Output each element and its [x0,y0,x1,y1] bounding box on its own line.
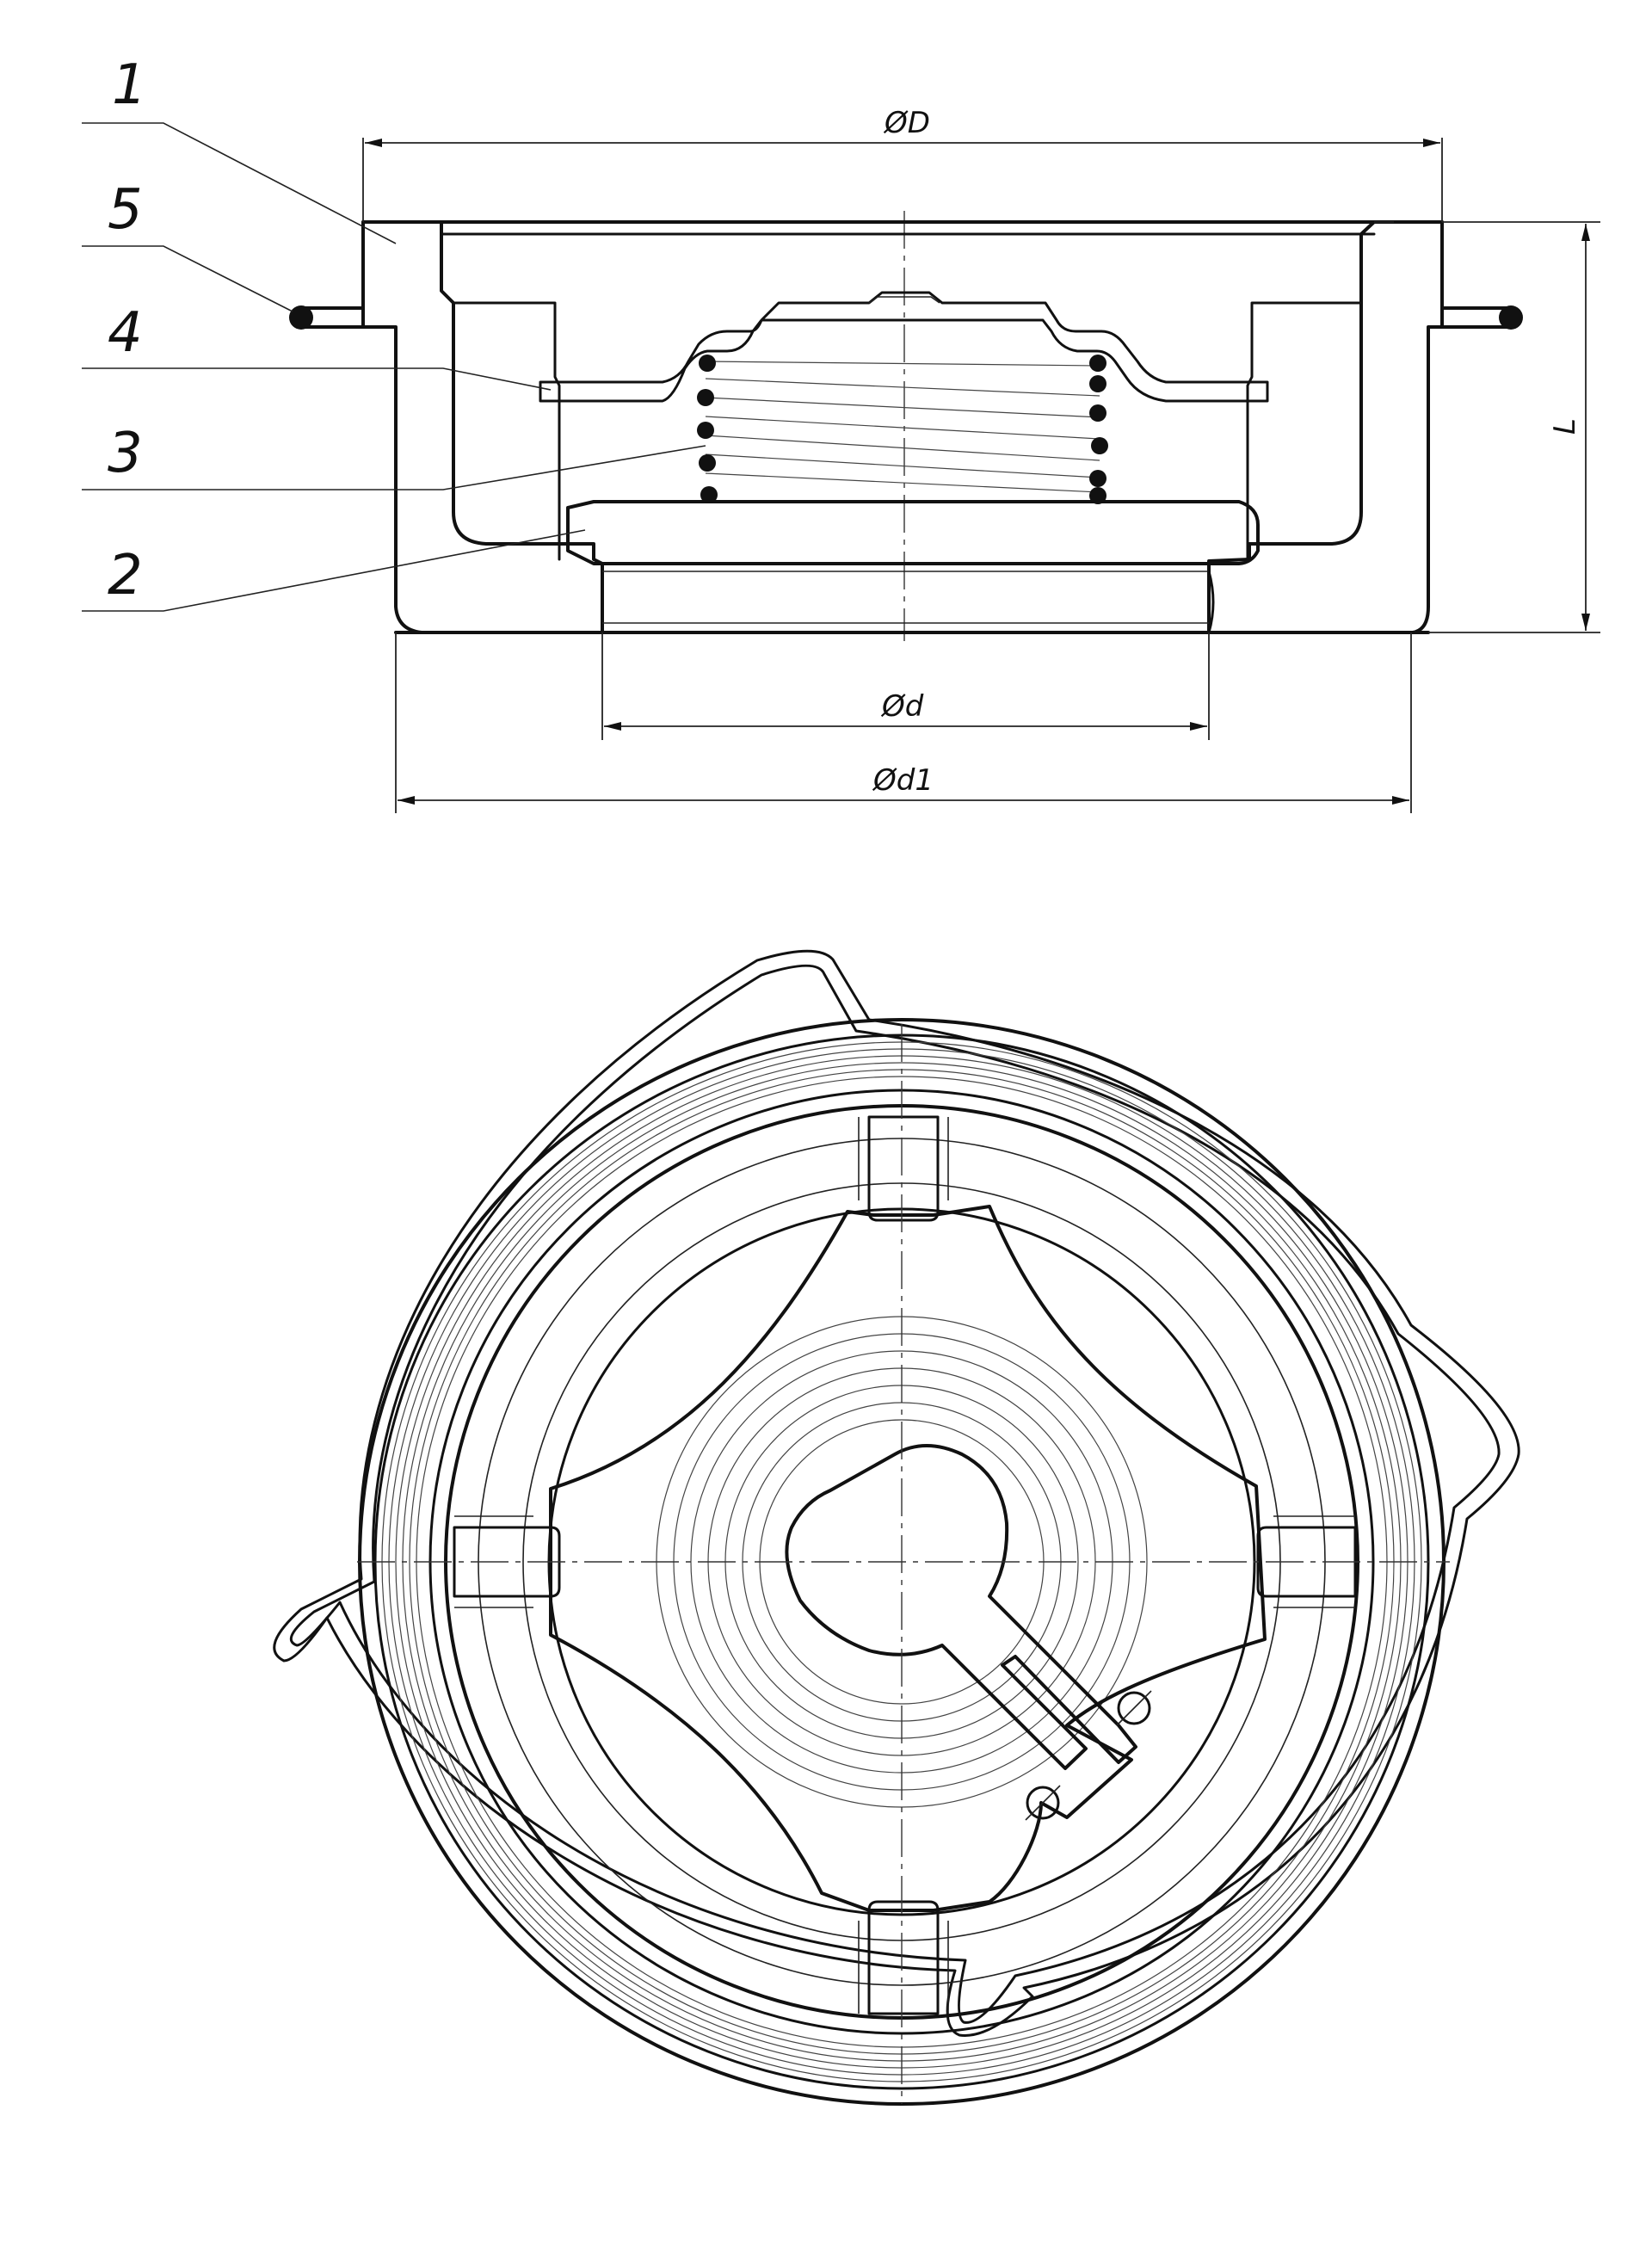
spring-coil [1089,404,1106,422]
handle-rod-end-right [1499,305,1523,330]
callout-2: 2 [108,544,143,608]
handle-rod-right [1440,306,1510,329]
spring [697,355,1108,504]
spring-coil [1091,437,1108,454]
retainer-key-slot [785,1444,1137,1770]
handle-wire-outer [273,949,1520,2037]
retainer-tab-bottom [867,1900,940,2015]
retainer-plate [539,291,1269,403]
spring-coil [699,355,716,372]
handle-rod-left [299,306,365,329]
dim-label-seat-diameter: Ød1 [872,763,934,798]
spring-coil [697,389,714,406]
pin-hole [1117,1691,1151,1725]
bore-right-chamfer [1207,570,1215,634]
retainer-tab-right [1256,1526,1357,1598]
spring-coil [1089,487,1106,504]
handle-rod-end-left [289,305,313,330]
valve-disc [566,500,1260,565]
retainer-top-boss [868,296,940,304]
handle-wire-inner [289,964,1501,2024]
callout-1: 1 [112,53,147,117]
cavity-left-wall [452,301,561,561]
plan-view [273,949,1520,2106]
pin-hole [1026,1786,1060,1820]
spring-coil [1089,375,1106,392]
spring-coil [697,422,714,439]
spring-coil [1089,470,1106,487]
dim-label-outer-diameter: ØD [883,106,930,140]
cavity-right-wall [1246,301,1363,561]
retainer-tab-top [867,1115,940,1222]
section-view: 1 5 4 3 2 ØD L Ød Ød1 [82,53,1600,813]
dim-label-length: L [1548,418,1582,435]
body-section-right [1207,220,1444,634]
body-section-left [361,220,604,634]
retainer-tab-left [453,1526,561,1598]
spring-coil [699,454,716,472]
dim-label-bore-diameter: Ød [880,689,924,724]
spring-coil [1089,355,1106,372]
spring-coil [700,486,718,503]
retainer-plate-plan [549,1205,1267,1912]
callout-3: 3 [108,422,143,485]
leaders [82,122,706,612]
callout-5: 5 [108,178,143,242]
callout-4: 4 [108,301,143,365]
